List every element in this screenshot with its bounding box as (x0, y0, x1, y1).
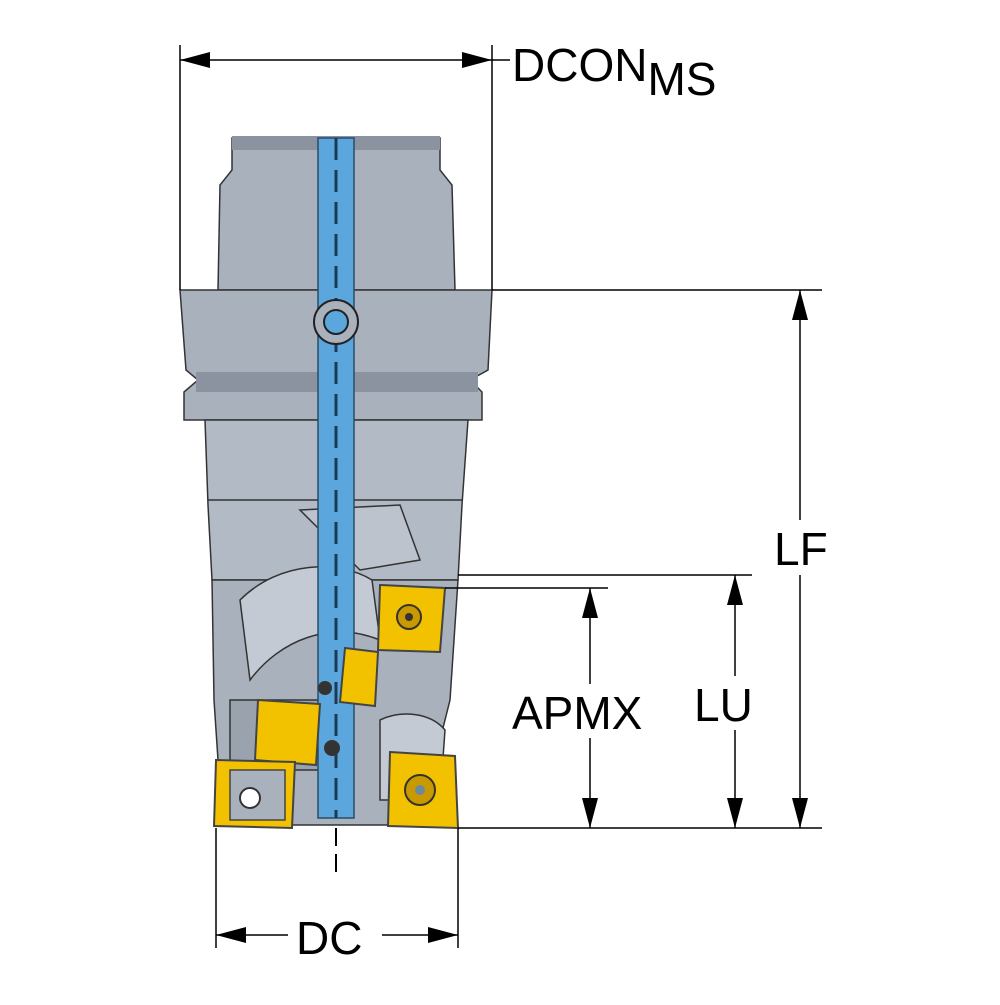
coolant-screw-icon (313, 299, 359, 345)
insert-left (253, 698, 322, 767)
dc-label: DC (296, 912, 363, 964)
clamp-screw-icon (324, 740, 340, 756)
dcon-ms-label: DCONMS (512, 39, 716, 102)
clamp-screw-icon (318, 681, 332, 695)
coolant-channel (317, 137, 355, 819)
torx-screw-icon (239, 787, 261, 809)
lf-label: LF (774, 523, 828, 575)
insert-top (376, 583, 447, 654)
insert-middle (338, 646, 380, 708)
dcon-label-main: DCON (512, 39, 648, 91)
dimension-lines (179, 45, 822, 948)
insert-bottom-left (212, 758, 297, 830)
dcon-label-sub: MS (647, 53, 717, 105)
apmx-label: APMX (512, 687, 643, 739)
lu-label: LU (694, 679, 753, 731)
insert-bottom-right (386, 750, 460, 830)
